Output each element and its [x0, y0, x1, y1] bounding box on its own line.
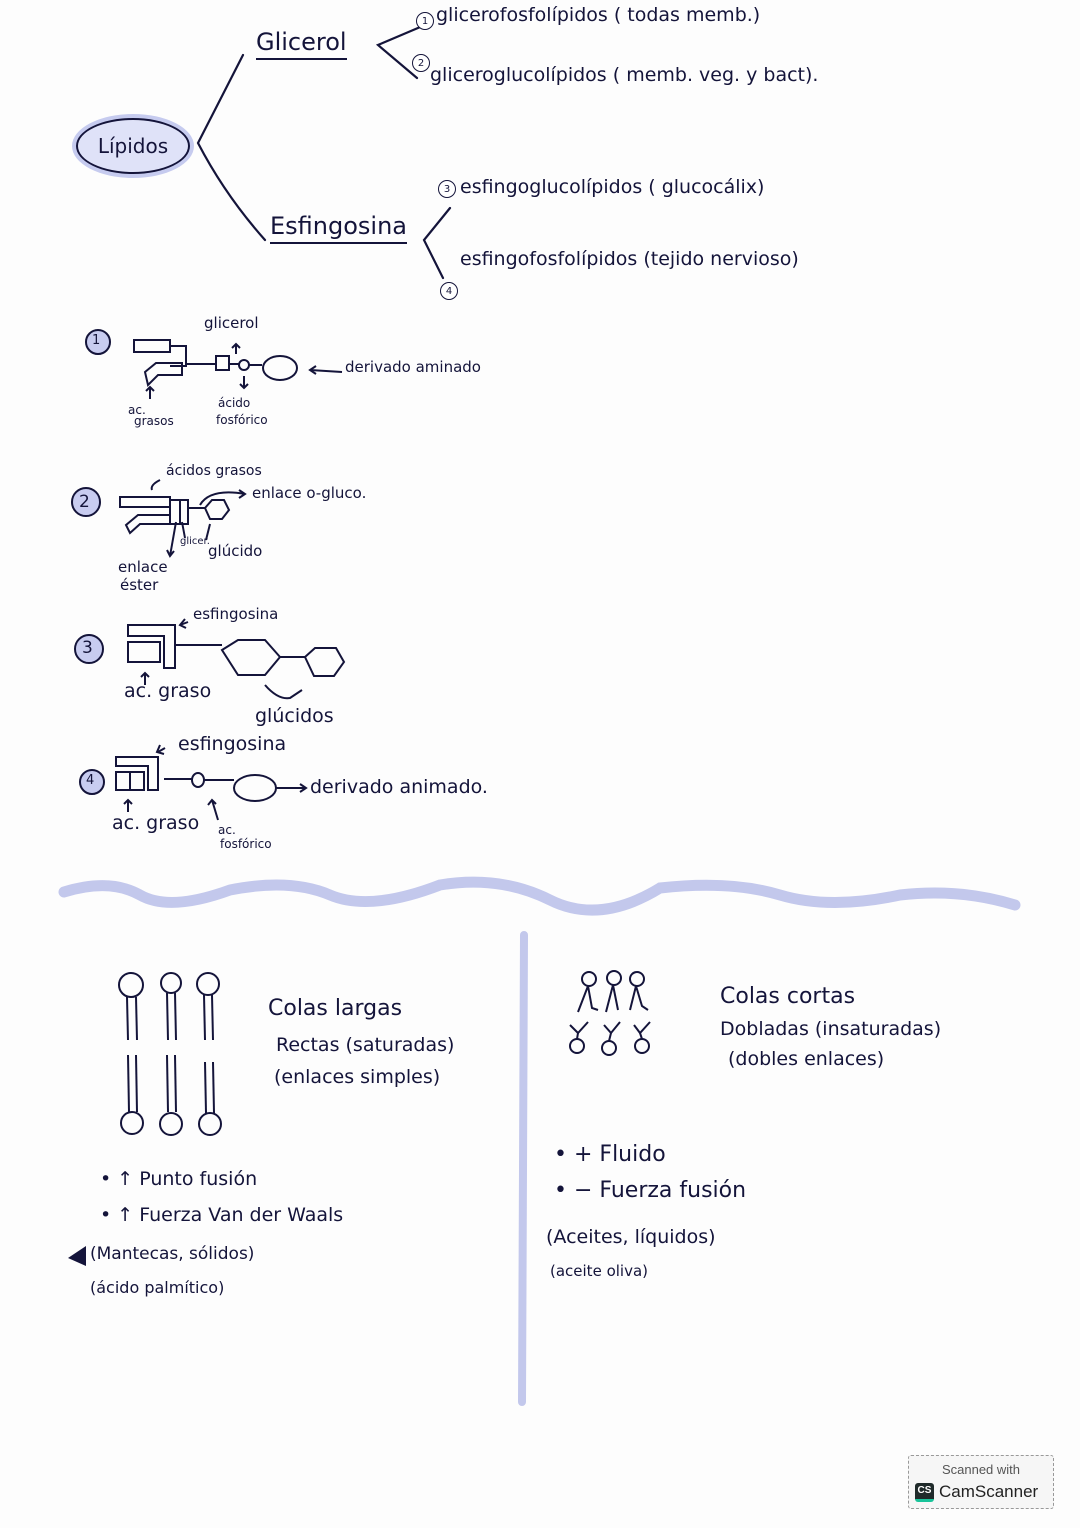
label-fosforico: fosfórico [216, 413, 268, 427]
left-note-2: (ácido palmítico) [90, 1278, 225, 1297]
right-note-1: (Aceites, líquidos) [546, 1226, 716, 1248]
label-grasos: grasos [134, 414, 174, 428]
label-ac: ac. [128, 403, 146, 417]
branch-esfingosina: Esfingosina [270, 212, 408, 244]
pointer-arrow-icon [68, 1246, 86, 1266]
vertical-divider [518, 931, 528, 1406]
left-bullet-2: • ↑ Fuerza Van der Waals [100, 1204, 344, 1226]
label-ester: éster [120, 576, 159, 594]
diagram-3-number: 3 [82, 638, 93, 658]
label-ac-graso-3: ac. graso [124, 680, 212, 702]
diagram-1-drawing [133, 339, 343, 399]
left-bullet-1-text: ↑ Punto fusión [117, 1168, 258, 1190]
camscanner-watermark: Scanned with CS CamScanner [908, 1455, 1054, 1509]
right-bullet-1-text: + Fluido [573, 1142, 666, 1167]
left-bullet-2-text: ↑ Fuerza Van der Waals [117, 1204, 344, 1226]
right-note-2: (aceite oliva) [550, 1262, 648, 1280]
number-badge-3: 3 [438, 180, 456, 198]
label-fosforico-4: fosfórico [220, 837, 272, 851]
label-acidos-grasos: ácidos grasos [166, 463, 262, 479]
label-glicer: glicer. [180, 536, 210, 547]
watermark-brand: CamScanner [939, 1482, 1039, 1501]
diagram-3-drawing [127, 618, 346, 700]
diagram-2-number: 2 [79, 492, 90, 512]
leaf-esfingofosfolipidos: esfingofosfolípidos (tejido nervioso) [460, 248, 799, 270]
right-line2: Dobladas (insaturadas) [720, 1018, 942, 1040]
label-esfingosina-4: esfingosina [178, 733, 287, 755]
root-label: Lípidos [97, 134, 169, 158]
left-line2: Rectas (saturadas) [276, 1034, 455, 1056]
watermark-caption: Scanned with [941, 1462, 1021, 1477]
number-badge-1: 1 [416, 12, 434, 30]
label-glicerol: glicerol [204, 314, 259, 332]
label-esfingosina-3: esfingosina [193, 605, 279, 623]
right-line3: (dobles enlaces) [728, 1048, 885, 1070]
leaf-gliceroglucolipidos: gliceroglucolípidos ( memb. veg. y bact)… [430, 64, 819, 86]
left-title: Colas largas [268, 996, 403, 1021]
diagram-4-number: 4 [86, 773, 95, 788]
number-badge-4: 4 [440, 282, 458, 300]
label-acido: ácido [218, 396, 251, 410]
right-bullet-2: • − Fuerza fusión [554, 1178, 747, 1203]
right-title: Colas cortas [720, 984, 856, 1009]
right-bullet-1: • + Fluido [554, 1142, 666, 1167]
label-derivado-aminado: derivado aminado [345, 358, 481, 376]
unsaturated-bilayer-drawing [569, 970, 651, 1056]
left-note-1: (Mantecas, sólidos) [90, 1244, 255, 1264]
leaf-esfingoglucolipidos: esfingoglucolípidos ( glucocálix) [460, 176, 765, 198]
number-badge-2: 2 [412, 54, 430, 72]
camscanner-logo-icon: CS [915, 1482, 934, 1502]
watermark-brand-row: CS CamScanner [915, 1482, 1038, 1502]
saturated-bilayer-drawing [118, 972, 222, 1136]
leaf-glicerofosfolipidos: glicerofosfolípidos ( todas memb.) [436, 4, 761, 26]
label-glucidos: glúcidos [255, 705, 334, 727]
diagram-1-number: 1 [92, 333, 101, 348]
root-node-lipidos: Lípidos [76, 118, 190, 174]
left-line3: (enlaces simples) [274, 1066, 441, 1088]
diagram-4-drawing [115, 744, 308, 821]
left-bullet-1: • ↑ Punto fusión [100, 1168, 258, 1190]
branch-glicerol: Glicerol [256, 28, 347, 60]
diagram-2-drawing [119, 479, 247, 558]
label-glucido: glúcido [208, 542, 263, 560]
label-enlace-o-gluco: enlace o-gluco. [252, 484, 367, 502]
right-bullet-2-text: − Fuerza fusión [573, 1178, 747, 1203]
label-ac-graso-4: ac. graso [112, 812, 200, 834]
wavy-divider [58, 876, 1021, 916]
label-derivado-animado: derivado animado. [310, 776, 488, 798]
label-enlace: enlace [118, 558, 168, 576]
label-ac-4: ac. [218, 823, 236, 837]
